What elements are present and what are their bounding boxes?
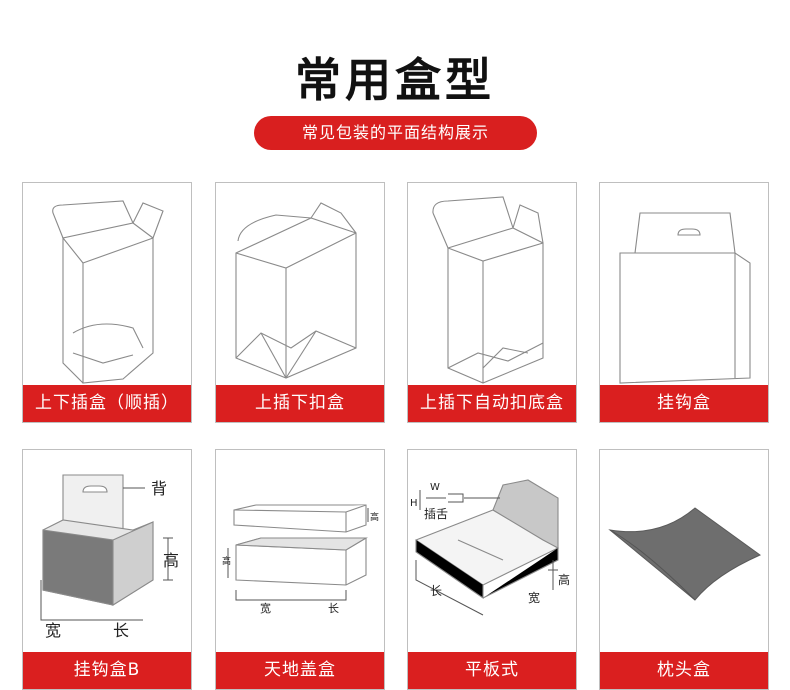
label-w: W [430, 482, 440, 493]
label-h: H [410, 498, 418, 509]
subtitle-badge: 常见包装的平面结构展示 [254, 116, 537, 150]
hanger-box-icon [619, 212, 751, 384]
card-label: 挂钩盒B [23, 652, 191, 689]
lid-base-box-icon: 高 高 宽 长 [222, 504, 379, 615]
label-length: 长 [113, 621, 129, 640]
box-card-pillow[interactable]: 枕头盒 [599, 449, 769, 690]
box-card-hanger[interactable]: 挂钩盒 [599, 182, 769, 423]
label-height: 高 [163, 551, 179, 570]
label-width: 宽 [45, 621, 61, 640]
box-card-tuck-snap[interactable]: 上插下扣盒 [215, 182, 385, 423]
hanger-box-b-icon: 背 高 宽 长 [40, 474, 179, 640]
card-label: 上插下扣盒 [216, 385, 384, 422]
tuck-top-snap-bottom-box-icon [235, 202, 357, 379]
box-card-flat-tray[interactable]: W H 插舌 长 宽 高 平板式 [407, 449, 577, 690]
label-tab: 插舌 [424, 507, 448, 521]
card-label: 上插下自动扣底盒 [408, 385, 576, 422]
card-label: 挂钩盒 [600, 385, 768, 422]
label-length: 长 [328, 602, 339, 615]
box-card-tuck-end[interactable]: 上下插盒（顺插） [22, 182, 192, 423]
card-label: 天地盖盒 [216, 652, 384, 689]
label-width: 宽 [528, 590, 540, 605]
card-label: 枕头盒 [600, 652, 768, 689]
label-height: 高 [558, 572, 570, 587]
page-title: 常用盒型 [295, 53, 495, 107]
label-height-side: 高 [222, 555, 231, 567]
label-back: 背 [151, 479, 167, 498]
auto-lock-bottom-box-icon [432, 196, 544, 384]
tuck-end-box-icon [52, 200, 164, 384]
label-height-top: 高 [370, 511, 379, 523]
card-label: 平板式 [408, 652, 576, 689]
box-card-lid-base[interactable]: 高 高 宽 长 天地盖盒 [215, 449, 385, 690]
box-card-auto-lock[interactable]: 上插下自动扣底盒 [407, 182, 577, 423]
label-width: 宽 [260, 601, 271, 615]
pillow-box-icon [608, 507, 761, 601]
flat-tray-box-icon: W H 插舌 长 宽 高 [410, 479, 570, 616]
label-length: 长 [430, 584, 442, 598]
box-card-hanger-b[interactable]: 背 高 宽 长 挂钩盒B [22, 449, 192, 690]
card-label: 上下插盒（顺插） [23, 385, 191, 422]
